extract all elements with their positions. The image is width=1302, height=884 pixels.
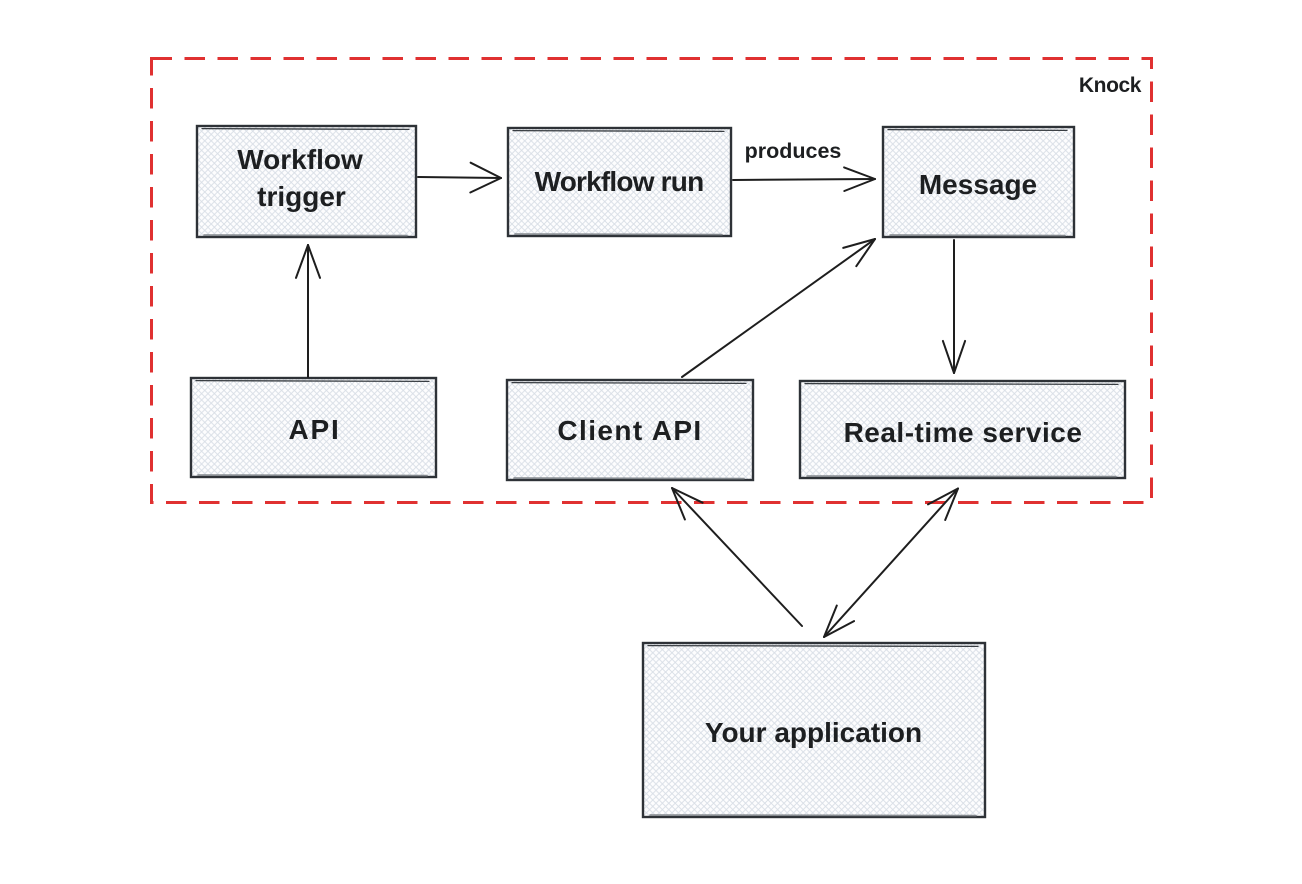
svg-text:Workflow: Workflow xyxy=(237,144,363,175)
svg-text:trigger: trigger xyxy=(257,181,346,212)
svg-text:Knock: Knock xyxy=(1079,74,1142,97)
svg-text:API: API xyxy=(288,414,340,445)
svg-text:Real-time service: Real-time service xyxy=(844,417,1083,448)
svg-text:Message: Message xyxy=(919,169,1037,200)
svg-text:produces: produces xyxy=(745,139,842,163)
svg-text:Workflow run: Workflow run xyxy=(535,166,704,197)
svg-text:Your application: Your application xyxy=(705,717,922,748)
svg-text:Client API: Client API xyxy=(557,415,702,446)
